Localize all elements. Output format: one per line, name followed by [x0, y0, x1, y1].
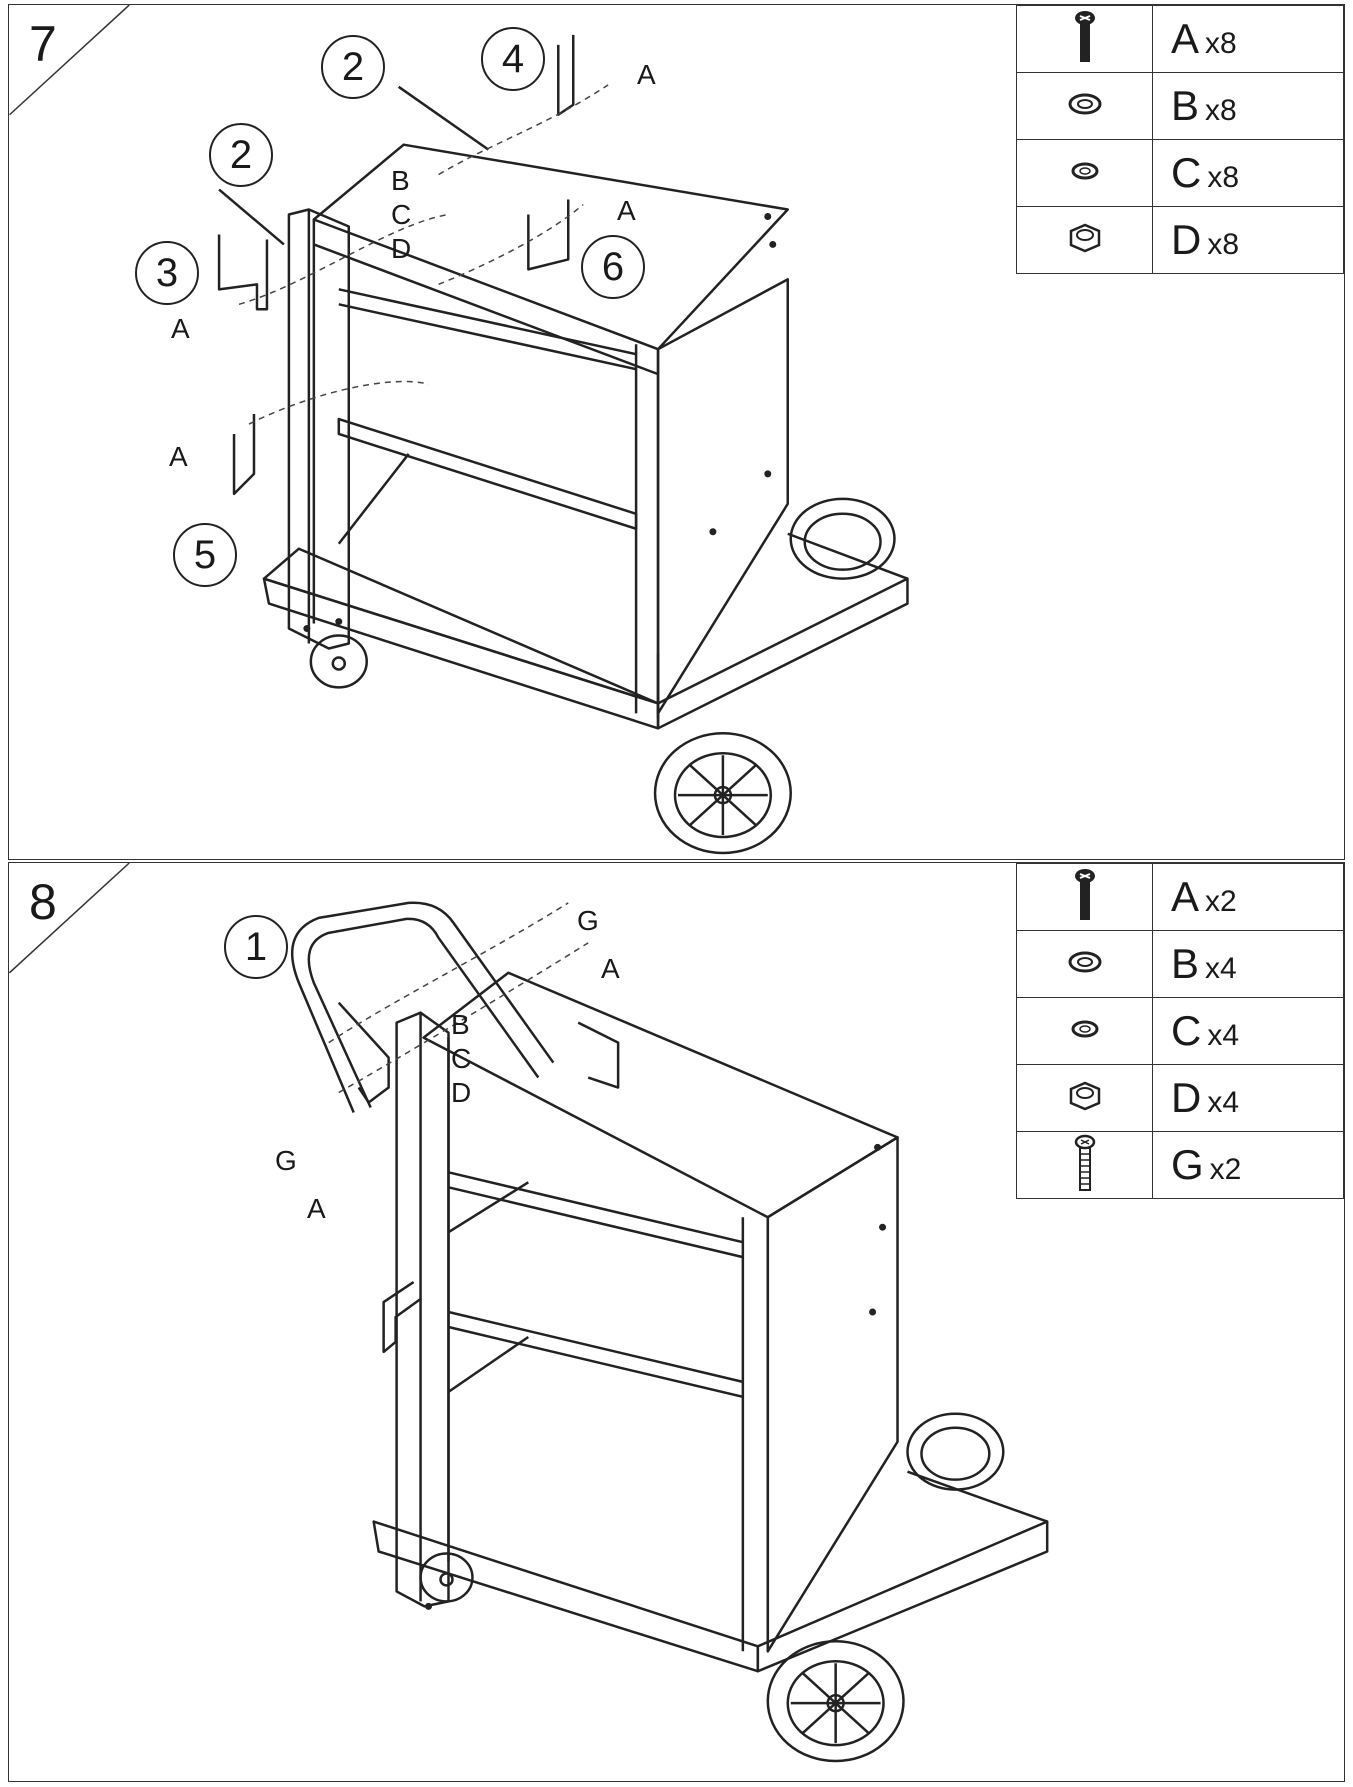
part-label: A: [637, 59, 656, 90]
part-letter: A: [1171, 873, 1200, 920]
part-label: D: [451, 1077, 472, 1108]
part-letter: D: [1171, 1074, 1202, 1121]
part-letter: D: [1171, 216, 1202, 263]
part-label: G: [577, 905, 599, 936]
part-count: x2: [1209, 1153, 1242, 1186]
part-label: C: [391, 199, 412, 230]
callout-5: 5: [173, 523, 237, 587]
callout-4: 4: [481, 27, 545, 91]
nut-icon: [1069, 1081, 1100, 1110]
part-count: x8: [1207, 228, 1240, 261]
step-number: 8: [29, 874, 57, 930]
lock-washer-icon: [1071, 162, 1098, 179]
callout-6: 6: [581, 235, 645, 299]
step-number: 7: [29, 16, 57, 72]
part-letter: B: [1171, 82, 1200, 129]
part-label: A: [617, 195, 636, 226]
part-label: B: [451, 1009, 470, 1040]
part-count: x4: [1207, 1019, 1240, 1052]
long-bolt-icon: [1074, 1134, 1095, 1191]
part-letter: G: [1171, 1141, 1204, 1188]
part-label: A: [171, 313, 190, 344]
part-letter: A: [1171, 15, 1200, 62]
nut-icon: [1069, 223, 1100, 252]
part-label: B: [391, 165, 410, 196]
washer-icon: [1068, 93, 1101, 114]
part-label: G: [275, 1145, 297, 1176]
part-count: x8: [1207, 161, 1240, 194]
part-label: D: [391, 233, 412, 264]
callout-2: 2: [321, 35, 385, 99]
step-8-cart-illustration: [9, 863, 1049, 1763]
part-letter: C: [1171, 149, 1202, 196]
part-label: A: [169, 441, 188, 472]
part-count: x4: [1207, 1086, 1240, 1119]
step-7-cart-illustration: [9, 5, 909, 855]
callout-1: 1: [224, 915, 288, 979]
part-label: A: [601, 953, 620, 984]
part-label: C: [451, 1043, 472, 1074]
callout-2: 2: [209, 123, 273, 187]
part-count: x8: [1205, 27, 1237, 60]
washer-icon: [1068, 951, 1101, 972]
lock-washer-icon: [1071, 1020, 1098, 1037]
part-count: x2: [1205, 885, 1237, 918]
part-label: A: [307, 1193, 326, 1224]
part-letter: C: [1171, 1007, 1202, 1054]
part-count: x4: [1205, 952, 1237, 985]
screw-icon: [1074, 868, 1095, 920]
screw-icon: [1074, 10, 1095, 62]
callout-3: 3: [135, 241, 199, 305]
part-letter: B: [1171, 940, 1200, 987]
part-count: x8: [1205, 94, 1237, 127]
